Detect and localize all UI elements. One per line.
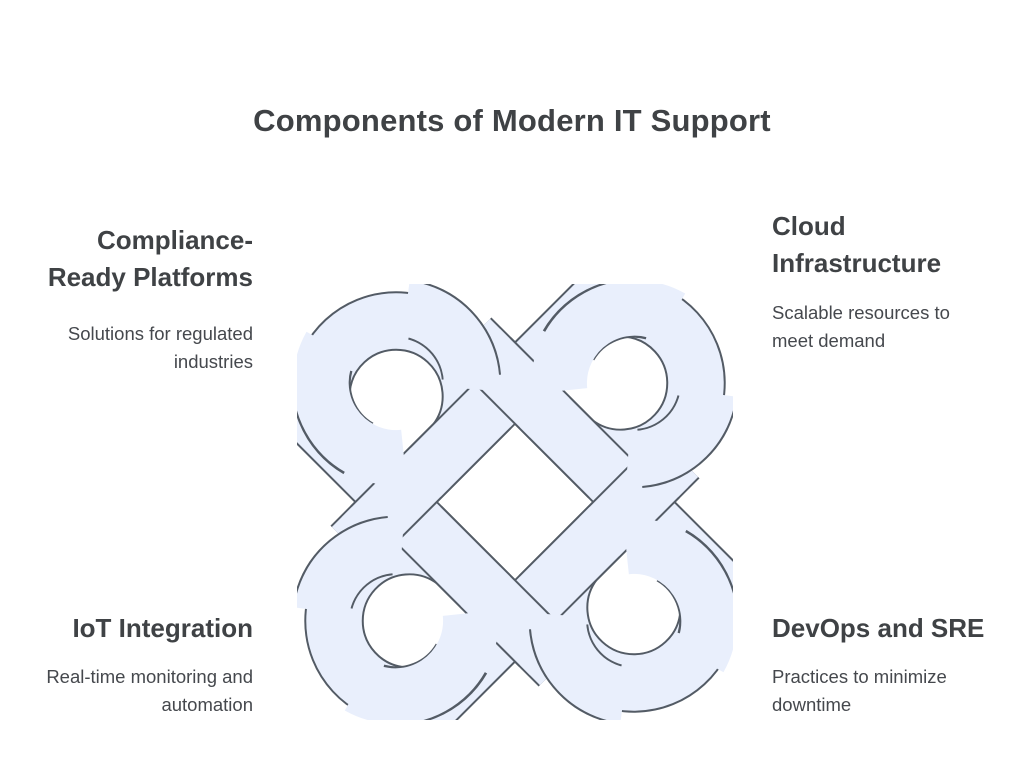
component-bottom-right-heading: DevOps and SRE [772,613,985,643]
component-top-right: Cloud Infrastructure Scalable resources … [772,208,972,354]
component-bottom-right-description: Practices to minimize downtime [772,666,947,715]
knot-center-weave [341,328,689,676]
page-title: Components of Modern IT Support [253,103,771,138]
component-top-right-heading: Cloud Infrastructure [772,211,942,278]
component-bottom-left: IoT Integration Real-time monitoring and… [23,610,253,718]
component-top-right-description: Scalable resources to meet demand [772,302,950,351]
knot-dive-unders [297,284,733,720]
component-top-left-description: Solutions for regulated industries [67,323,253,372]
component-bottom-left-description: Real-time monitoring and automation [46,666,253,715]
component-top-left: Compliance-Ready Platforms Solutions for… [38,222,253,375]
component-top-left-heading: Compliance-Ready Platforms [47,225,253,292]
knot-icon [297,284,733,720]
component-bottom-left-heading: IoT Integration [72,613,253,643]
component-bottom-right: DevOps and SRE Practices to minimize dow… [772,610,987,718]
knot-over-petal-bases [386,373,644,631]
